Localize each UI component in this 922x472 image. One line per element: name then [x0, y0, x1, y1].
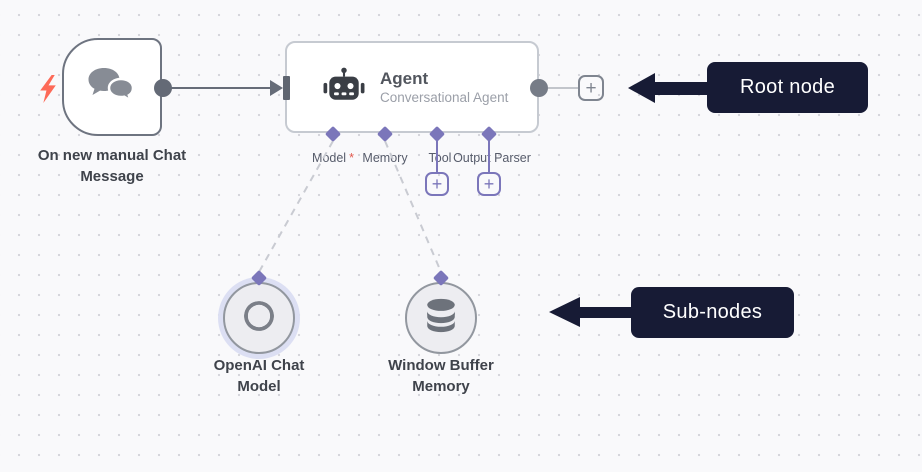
root-node-arrow-icon	[628, 73, 707, 103]
lightning-bolt-icon	[39, 75, 57, 108]
sub-nodes-annotation: Sub-nodes	[631, 287, 794, 338]
database-icon	[424, 298, 458, 339]
add-output-parser-button[interactable]: +	[477, 172, 501, 196]
required-asterisk: *	[349, 151, 354, 165]
window-buffer-memory-label: Window Buffer Memory	[388, 357, 494, 395]
window-buffer-memory-node[interactable]	[405, 282, 477, 354]
connection-arrowhead-icon	[270, 80, 283, 96]
root-node-annotation: Root node	[707, 62, 868, 113]
agent-port-label-model: Model*	[312, 151, 354, 165]
agent-port-label-memory: Memory	[362, 151, 408, 165]
agent-node[interactable]: Agent Conversational Agent	[285, 41, 539, 133]
add-tool-button[interactable]: +	[425, 172, 449, 196]
agent-port-label-output-parser: Output Parser	[453, 151, 531, 165]
agent-node-subtitle: Conversational Agent	[380, 89, 509, 105]
root-node-annotation-text: Root node	[740, 76, 835, 98]
sub-nodes-arrow-icon	[549, 297, 631, 327]
sub-nodes-annotation-text: Sub-nodes	[662, 301, 763, 323]
openai-logo-icon	[240, 297, 278, 340]
robot-icon	[323, 67, 365, 108]
trigger-node-on-new-manual-chat-message[interactable]	[62, 38, 162, 136]
add-node-button[interactable]: +	[578, 75, 604, 101]
agent-port-label-tool: Tool	[428, 151, 452, 165]
openai-chat-model-label: OpenAI Chat Model	[213, 357, 305, 395]
agent-node-text: Agent Conversational Agent	[380, 68, 508, 107]
trigger-node-label: On new manual Chat Message	[37, 147, 187, 185]
chat-bubbles-icon	[87, 64, 137, 111]
agent-node-title: Agent	[380, 68, 429, 88]
openai-chat-model-node[interactable]	[223, 282, 295, 354]
